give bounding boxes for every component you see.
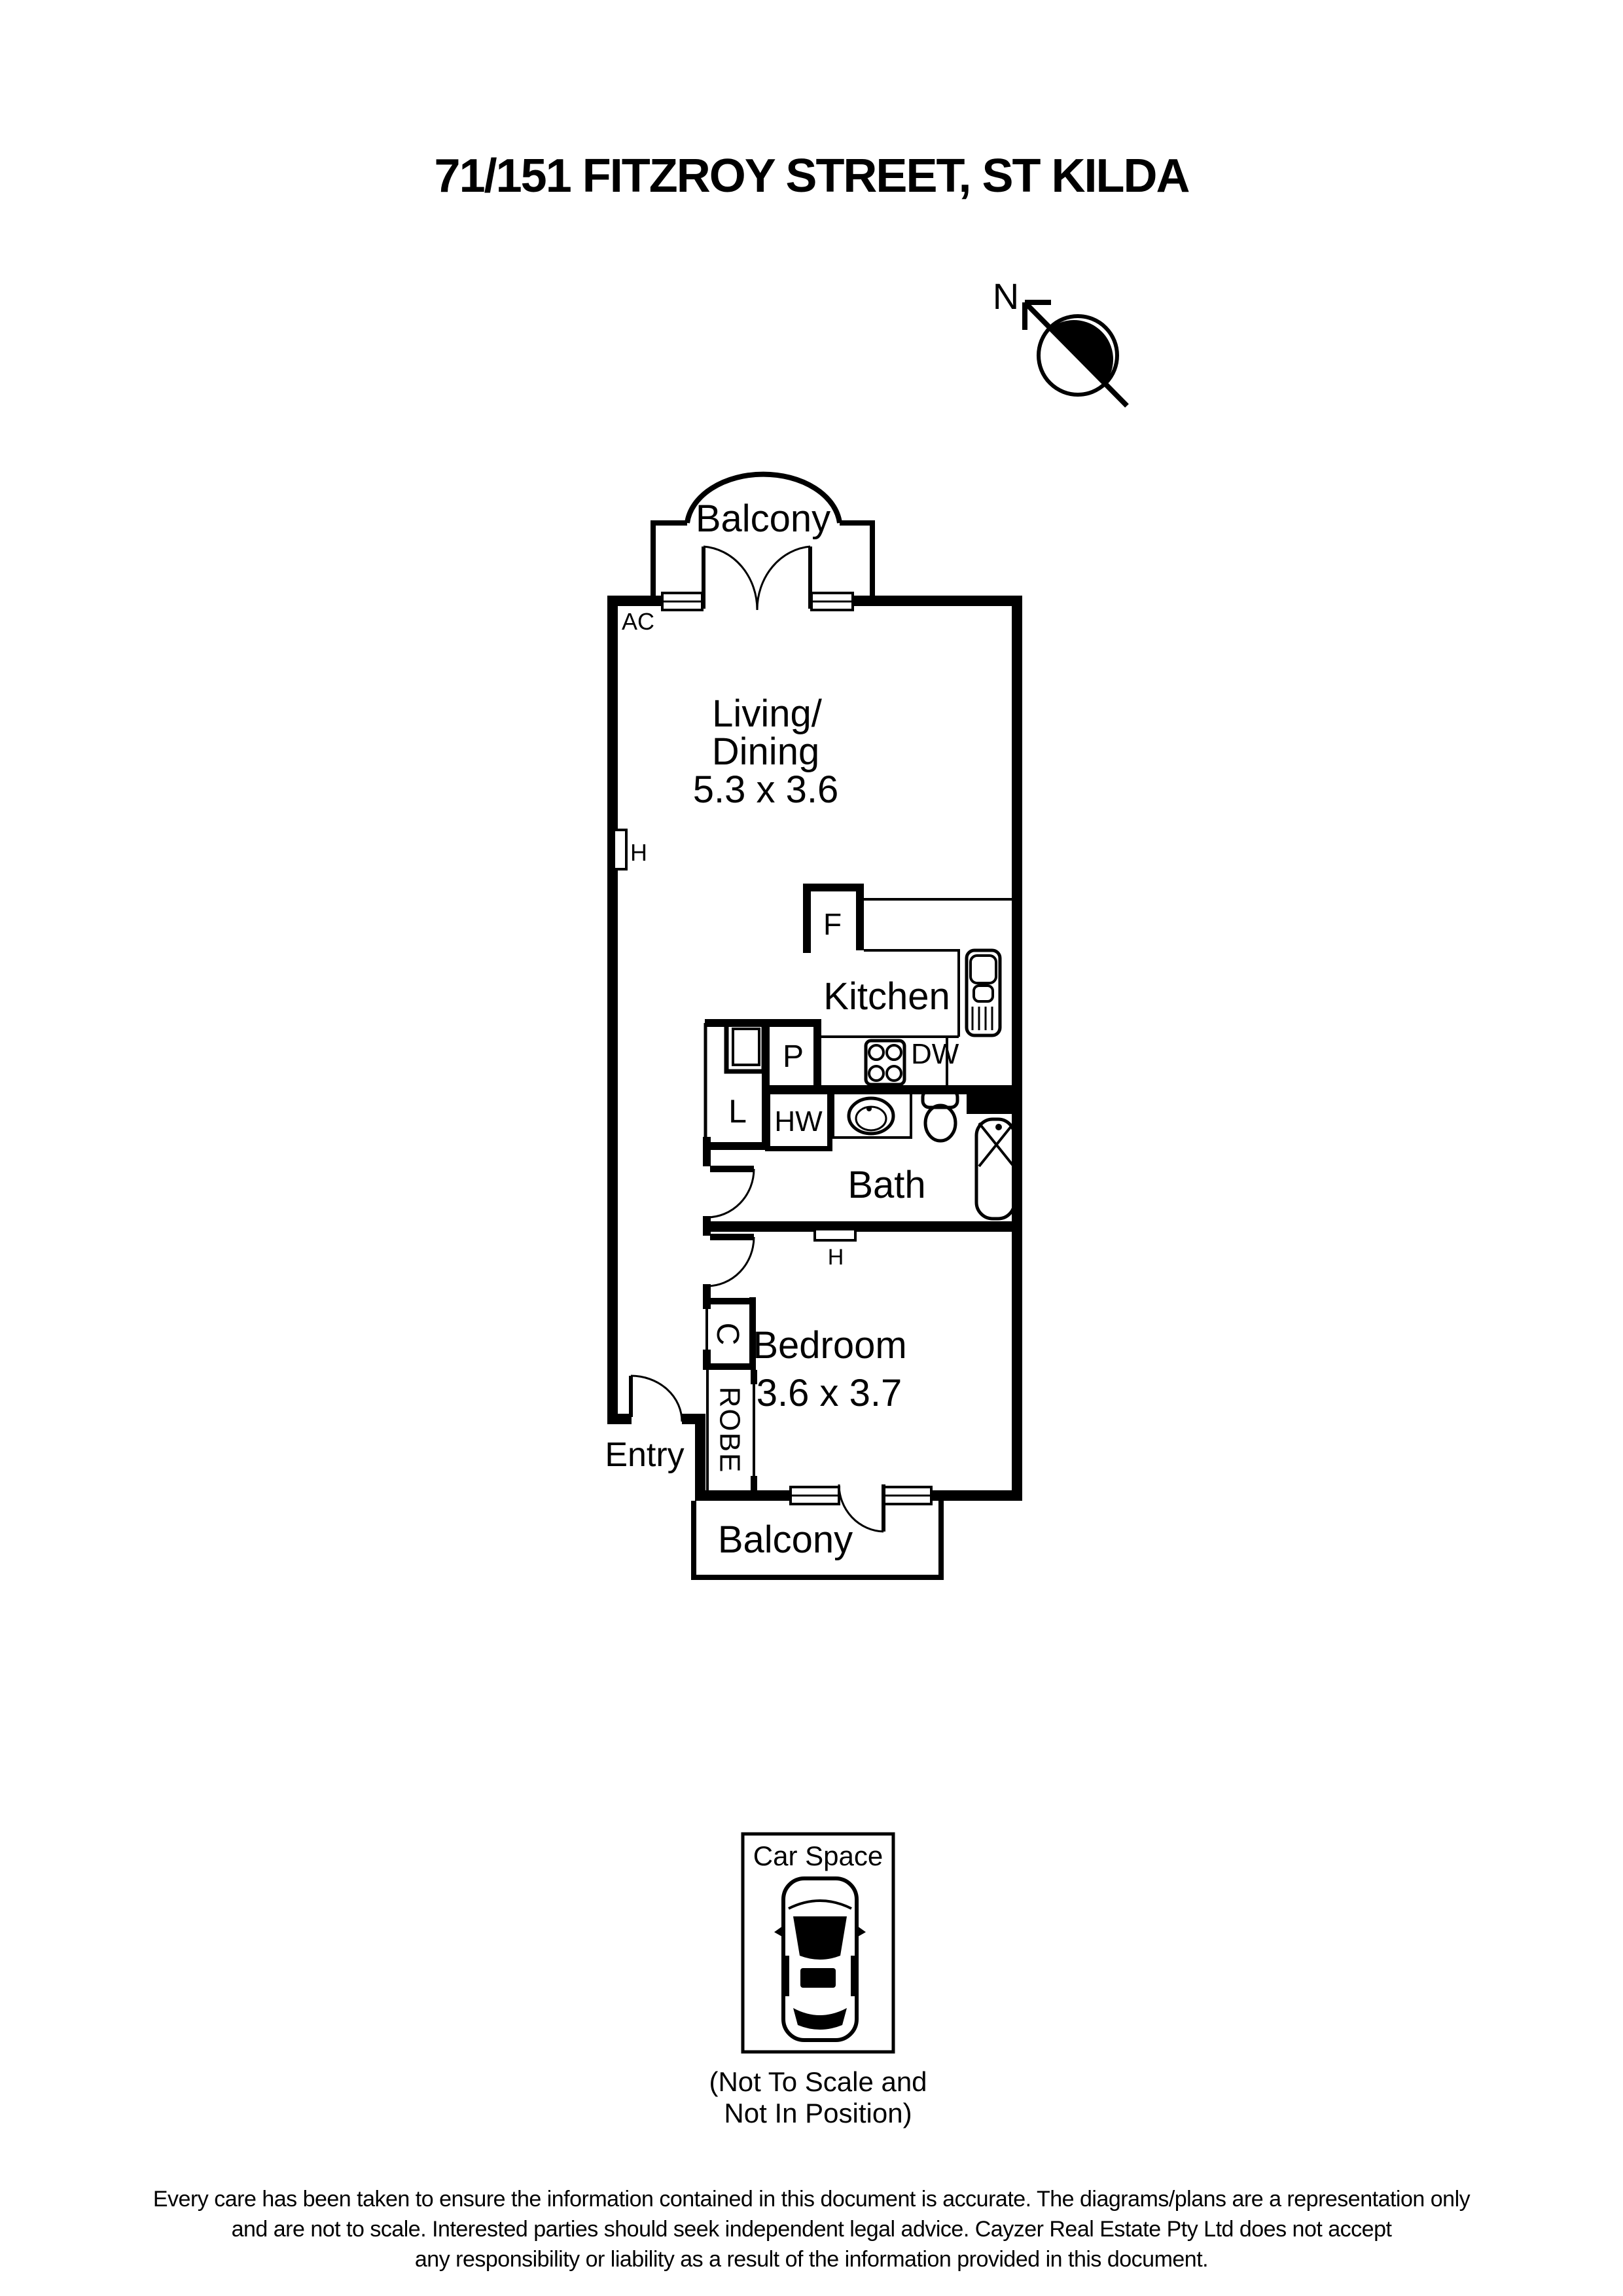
car-space: Car Space (Not To Scale and Not In Posit…: [709, 1832, 927, 2128]
north-label: N: [993, 276, 1019, 317]
disclaimer-line1: Every care has been taken to ensure the …: [152, 2187, 1471, 2212]
wall-heater-icon: [613, 829, 628, 870]
disclaimer: Every care has been taken to ensure the …: [0, 2184, 1623, 2274]
cupboard-label: C: [710, 1323, 745, 1346]
door-bedroom: [706, 1234, 755, 1287]
bedroom-heater-icon: [813, 1228, 857, 1242]
washing-machine-icon: [724, 1020, 766, 1074]
bedroom-heater-label: H: [828, 1245, 844, 1270]
ac-label: AC: [622, 608, 654, 635]
cooktop-icon: [864, 1039, 906, 1086]
balcony-top-label: Balcony: [696, 497, 830, 540]
balcony-bottom-label: Balcony: [718, 1518, 853, 1561]
living-label-line1: Living/: [712, 692, 823, 735]
laundry-label: L: [728, 1093, 747, 1130]
dishwasher-label: DW: [911, 1038, 959, 1070]
north-arrow-icon: N: [993, 276, 1129, 408]
hot-water-label: HW: [774, 1105, 823, 1138]
car-icon: [774, 1876, 866, 2042]
french-doors-balcony-top: [702, 545, 812, 611]
vanity-basin-icon: [832, 1092, 912, 1139]
wall-chunk-above-tub: [967, 1090, 1017, 1114]
compass-arrowhead: [1022, 300, 1051, 330]
robe-label: ROBE: [714, 1387, 746, 1474]
bedroom-dims: 3.6 x 3.7: [757, 1372, 902, 1414]
page-title: 71/151 FITZROY STREET, ST KILDA: [434, 150, 1190, 202]
compass-needle: [1023, 300, 1129, 408]
entry-label: Entry: [605, 1436, 684, 1474]
car-space-caption-line2: Not In Position): [724, 2098, 912, 2128]
toilet-icon: [921, 1088, 959, 1143]
fridge-label: F: [823, 907, 842, 941]
doors: [629, 545, 885, 1533]
balcony-bottom-walls: [691, 1501, 944, 1580]
window-living-left: [661, 592, 704, 611]
balcony-top-walls: [651, 520, 875, 596]
balcony-top-arch: [685, 471, 842, 524]
compass-circle: [1037, 314, 1119, 397]
car-space-title: Car Space: [753, 1840, 883, 1871]
balcony-top: Balcony: [651, 471, 875, 596]
kitchen-bench-lines: [819, 898, 1012, 1090]
hot-water-box: [765, 1088, 832, 1151]
bath-label: Bath: [847, 1164, 925, 1206]
wall-cupboard: [705, 1297, 756, 1370]
kitchen-label: Kitchen: [823, 975, 950, 1018]
window-bedroom-right: [882, 1486, 933, 1505]
wall-fridge-nook: [803, 884, 864, 953]
pantry-label: P: [783, 1039, 804, 1074]
balcony-bottom: Balcony: [691, 1501, 944, 1580]
door-entry: [629, 1374, 683, 1422]
compass-fill-half: [1050, 320, 1114, 383]
wall-robe-sides: [706, 1370, 755, 1496]
disclaimer-line2: and are not to scale. Interested parties…: [231, 2217, 1392, 2242]
room-labels: AC Living/ Dining 5.3 x 3.6 H F Kitchen …: [605, 608, 959, 1474]
kitchen-sink-icon: [965, 948, 1002, 1037]
door-balcony-bottom: [838, 1484, 885, 1533]
car-space-box: [741, 1832, 895, 2054]
car-space-caption-line1: (Not To Scale and: [709, 2066, 927, 2097]
living-dims: 5.3 x 3.6: [693, 768, 838, 811]
door-bath: [706, 1166, 755, 1219]
window-living-right: [810, 592, 854, 611]
bathtub-icon: [974, 1117, 1016, 1221]
walls: [607, 596, 1022, 1501]
living-label-line2: Dining: [712, 730, 819, 773]
bedroom-label: Bedroom: [753, 1324, 906, 1367]
wall-heater-label: H: [630, 839, 647, 866]
window-bedroom-left: [789, 1486, 840, 1505]
disclaimer-line3: any responsibility or liability as a res…: [414, 2247, 1209, 2272]
fixtures: [613, 829, 1016, 1242]
